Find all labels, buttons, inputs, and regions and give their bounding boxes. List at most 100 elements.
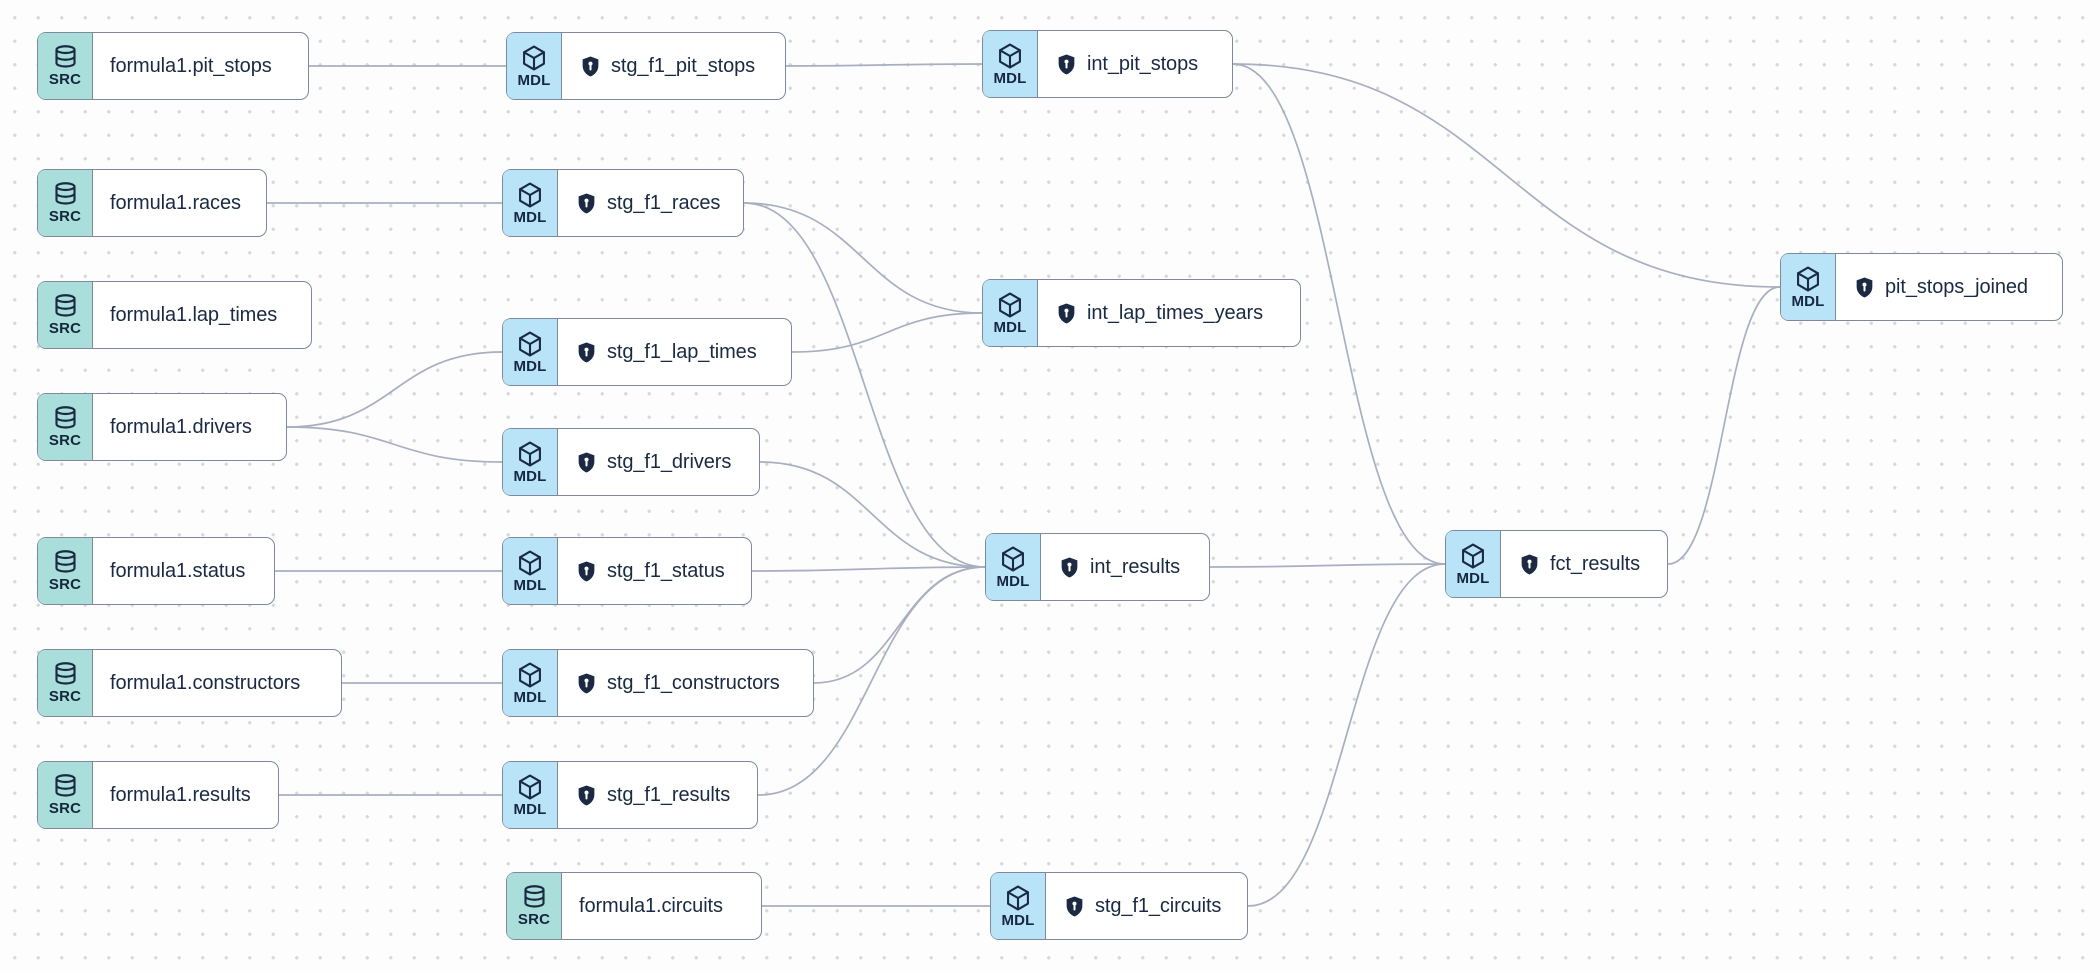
source-badge: SRC [38, 538, 93, 604]
cube-icon [523, 45, 545, 70]
model-badge: MDL [983, 31, 1038, 97]
node-type-label: SRC [48, 576, 82, 593]
source-badge: SRC [38, 650, 93, 716]
node-formula1.lap_times[interactable]: SRC formula1.lap_times [37, 281, 312, 349]
node-label: formula1.pit_stops [110, 54, 272, 77]
node-formula1.races[interactable]: SRC formula1.races [37, 169, 267, 237]
model-badge: MDL [983, 280, 1038, 346]
shield-icon [1856, 277, 1873, 297]
node-formula1.results[interactable]: SRC formula1.results [37, 761, 279, 829]
node-type-label: MDL [1001, 911, 1035, 929]
source-badge: SRC [507, 873, 562, 939]
database-icon [54, 182, 76, 205]
node-stg_f1_races[interactable]: MDL stg_f1_races [502, 169, 744, 237]
node-type-label: SRC [517, 911, 551, 928]
shield-icon [1066, 896, 1083, 916]
shield-icon [578, 193, 595, 213]
node-type-label: SRC [48, 800, 82, 817]
source-badge: SRC [38, 394, 93, 460]
edge-stg_f1_status-to-int_results [751, 566, 986, 572]
cube-icon [519, 331, 541, 356]
shield-icon [1058, 303, 1075, 323]
node-type-label: SRC [48, 208, 82, 225]
source-badge: SRC [38, 282, 93, 348]
node-label: int_results [1090, 555, 1181, 578]
shield-icon [578, 452, 595, 472]
shield-icon [578, 673, 595, 693]
node-type-label: MDL [513, 576, 547, 594]
node-fct_results[interactable]: MDL fct_results [1445, 530, 1668, 598]
node-type-label: MDL [996, 572, 1030, 590]
node-type-label: MDL [513, 688, 547, 706]
model-badge: MDL [991, 873, 1046, 939]
cube-icon [519, 662, 541, 687]
node-label: int_pit_stops [1087, 52, 1198, 75]
node-stg_f1_constructors[interactable]: MDL stg_f1_constructors [502, 649, 814, 717]
node-stg_f1_results[interactable]: MDL stg_f1_results [502, 761, 758, 829]
node-type-label: MDL [513, 357, 547, 375]
cube-icon [1002, 546, 1024, 571]
shield-icon [582, 56, 599, 76]
edge-stg_f1_races-to-int_lap_times_years [743, 202, 983, 314]
shield-icon [1058, 54, 1075, 74]
database-icon [54, 662, 76, 685]
cube-icon [999, 43, 1021, 68]
node-formula1.circuits[interactable]: SRC formula1.circuits [506, 872, 762, 940]
node-label: int_lap_times_years [1087, 301, 1263, 324]
node-label: formula1.constructors [110, 671, 301, 694]
node-label: formula1.circuits [579, 894, 723, 917]
node-type-label: MDL [1791, 292, 1825, 310]
node-type-label: MDL [513, 467, 547, 485]
model-badge: MDL [503, 538, 558, 604]
node-stg_f1_lap_times[interactable]: MDL stg_f1_lap_times [502, 318, 792, 386]
node-formula1.constructors[interactable]: SRC formula1.constructors [37, 649, 342, 717]
shield-icon [1061, 557, 1078, 577]
node-type-label: MDL [993, 318, 1027, 336]
edge-formula1.drivers-to-stg_f1_drivers [286, 426, 503, 463]
node-type-label: SRC [48, 688, 82, 705]
node-pit_stops_joined[interactable]: MDL pit_stops_joined [1780, 253, 2063, 321]
node-label: formula1.results [110, 783, 251, 806]
model-badge: MDL [1781, 254, 1836, 320]
node-type-label: MDL [517, 71, 551, 89]
edge-stg_f1_pit_stops-to-int_pit_stops [785, 63, 983, 67]
database-icon [54, 45, 76, 68]
edge-int_pit_stops-to-fct_results [1232, 63, 1446, 565]
node-stg_f1_pit_stops[interactable]: MDL stg_f1_pit_stops [506, 32, 786, 100]
model-badge: MDL [503, 319, 558, 385]
edge-fct_results-to-pit_stops_joined [1667, 286, 1781, 565]
database-icon [54, 774, 76, 797]
node-label: formula1.races [110, 191, 241, 214]
database-icon [54, 406, 76, 429]
node-label: stg_f1_constructors [607, 671, 780, 694]
cube-icon [519, 774, 541, 799]
node-label: pit_stops_joined [1885, 275, 2028, 298]
database-icon [54, 294, 76, 317]
model-badge: MDL [986, 534, 1041, 600]
node-type-label: SRC [48, 320, 82, 337]
node-stg_f1_circuits[interactable]: MDL stg_f1_circuits [990, 872, 1248, 940]
node-int_results[interactable]: MDL int_results [985, 533, 1210, 601]
edge-int_results-to-fct_results [1209, 563, 1446, 568]
edge-stg_f1_drivers-to-int_results [759, 461, 986, 568]
node-label: formula1.drivers [110, 415, 252, 438]
database-icon [54, 550, 76, 573]
node-formula1.status[interactable]: SRC formula1.status [37, 537, 275, 605]
database-icon [523, 885, 545, 908]
node-stg_f1_status[interactable]: MDL stg_f1_status [502, 537, 752, 605]
node-formula1.pit_stops[interactable]: SRC formula1.pit_stops [37, 32, 309, 100]
node-type-label: SRC [48, 432, 82, 449]
shield-icon [1521, 554, 1538, 574]
shield-icon [578, 561, 595, 581]
node-int_pit_stops[interactable]: MDL int_pit_stops [982, 30, 1233, 98]
node-label: stg_f1_pit_stops [611, 54, 756, 77]
node-stg_f1_drivers[interactable]: MDL stg_f1_drivers [502, 428, 760, 496]
node-formula1.drivers[interactable]: SRC formula1.drivers [37, 393, 287, 461]
node-int_lap_times_years[interactable]: MDL int_lap_times_years [982, 279, 1301, 347]
cube-icon [519, 441, 541, 466]
cube-icon [519, 182, 541, 207]
edge-stg_f1_constructors-to-int_results [813, 566, 986, 684]
edge-formula1.drivers-to-stg_f1_lap_times [286, 351, 503, 428]
